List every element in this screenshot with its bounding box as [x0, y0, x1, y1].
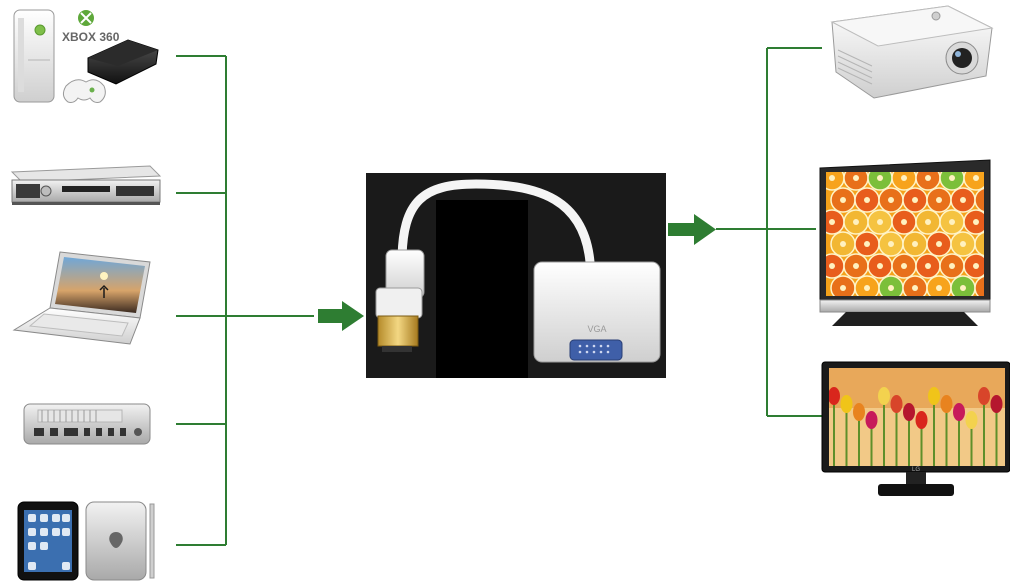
tablet-icon: [17, 501, 155, 581]
vga-label: VGA: [587, 324, 606, 334]
projector-icon: [830, 5, 994, 99]
connector-lines: [176, 47, 822, 546]
arrow-right-icon: [668, 214, 716, 245]
laptop-icon: [12, 251, 151, 345]
game-console-icon: XBOX 360: [13, 9, 159, 103]
xbox-360-logo-text: XBOX 360: [62, 30, 120, 44]
lg-brand-text: LG: [912, 467, 920, 473]
mac-mini-icon: [23, 403, 151, 445]
hdmi-to-vga-adapter-icon: VGA: [366, 173, 666, 378]
flat-tv-icon: [819, 159, 991, 326]
dvd-player-icon: [10, 165, 162, 205]
monitor-icon: LG: [821, 361, 1010, 496]
arrow-right-icon: [318, 301, 364, 331]
